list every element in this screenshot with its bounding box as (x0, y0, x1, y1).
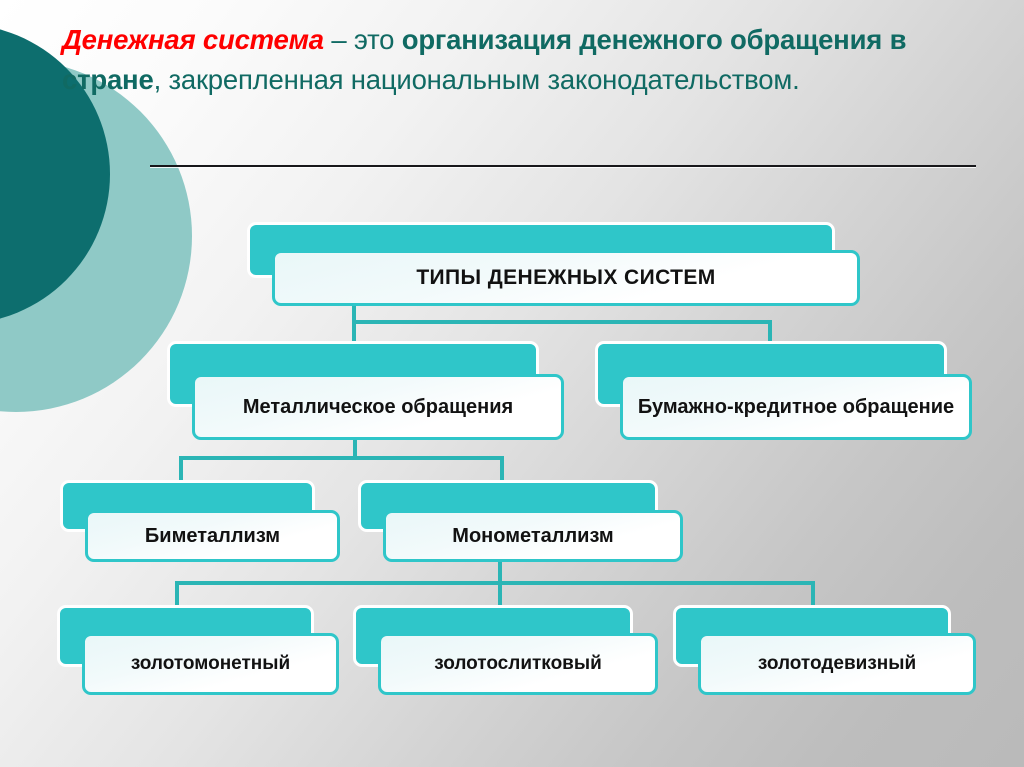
node-label: ТИПЫ ДЕНЕЖНЫХ СИСТЕМ (272, 250, 860, 306)
edge-root-stem (352, 306, 356, 324)
edge-mono-to-bullion (498, 581, 502, 607)
slide-title: Денежная система – это организация денеж… (62, 20, 967, 100)
edge-metal-to-bi (179, 456, 183, 482)
diagram-node-gold-exchange-standard[interactable]: золотодевизный (673, 605, 976, 695)
title-tail: , закрепленная национальным законодатель… (153, 63, 800, 95)
diagram-node-gold-coin-standard[interactable]: золотомонетный (57, 605, 339, 695)
edge-root-to-paper (768, 320, 772, 343)
edge-mono-crossbar (175, 581, 815, 585)
node-label: золотослитковый (378, 633, 658, 695)
title-dash: – это (323, 24, 402, 55)
node-label: Металлическое обращения (192, 374, 564, 440)
diagram-node-bimetallism[interactable]: Биметаллизм (60, 480, 340, 562)
diagram-node-paper-credit-circulation[interactable]: Бумажно-кредитное обращение (595, 341, 972, 440)
diagram-node-root[interactable]: ТИПЫ ДЕНЕЖНЫХ СИСТЕМ (247, 222, 860, 306)
node-label: Биметаллизм (85, 510, 340, 562)
edge-mono-stem (498, 562, 502, 585)
node-label: Бумажно-кредитное обращение (620, 374, 972, 440)
edge-mono-to-coin (175, 581, 179, 607)
title-emphasis: организация денежного обращения в стране (62, 24, 907, 95)
node-label: золотодевизный (698, 633, 976, 695)
edge-metal-to-mono (500, 456, 504, 482)
diagram-node-metallic-circulation[interactable]: Металлическое обращения (167, 341, 564, 440)
edge-metal-crossbar (179, 456, 504, 460)
diagram-node-gold-bullion-standard[interactable]: золотослитковый (353, 605, 658, 695)
node-label: Монометаллизм (383, 510, 683, 562)
node-label: золотомонетный (82, 633, 339, 695)
title-divider (150, 165, 976, 167)
edge-metal-stem (353, 440, 357, 460)
edge-mono-to-gold (811, 581, 815, 607)
edge-root-to-metal (352, 320, 356, 343)
diagram-node-monometallism[interactable]: Монометаллизм (358, 480, 683, 562)
edge-root-crossbar (352, 320, 772, 324)
title-term: Денежная система (62, 24, 324, 55)
